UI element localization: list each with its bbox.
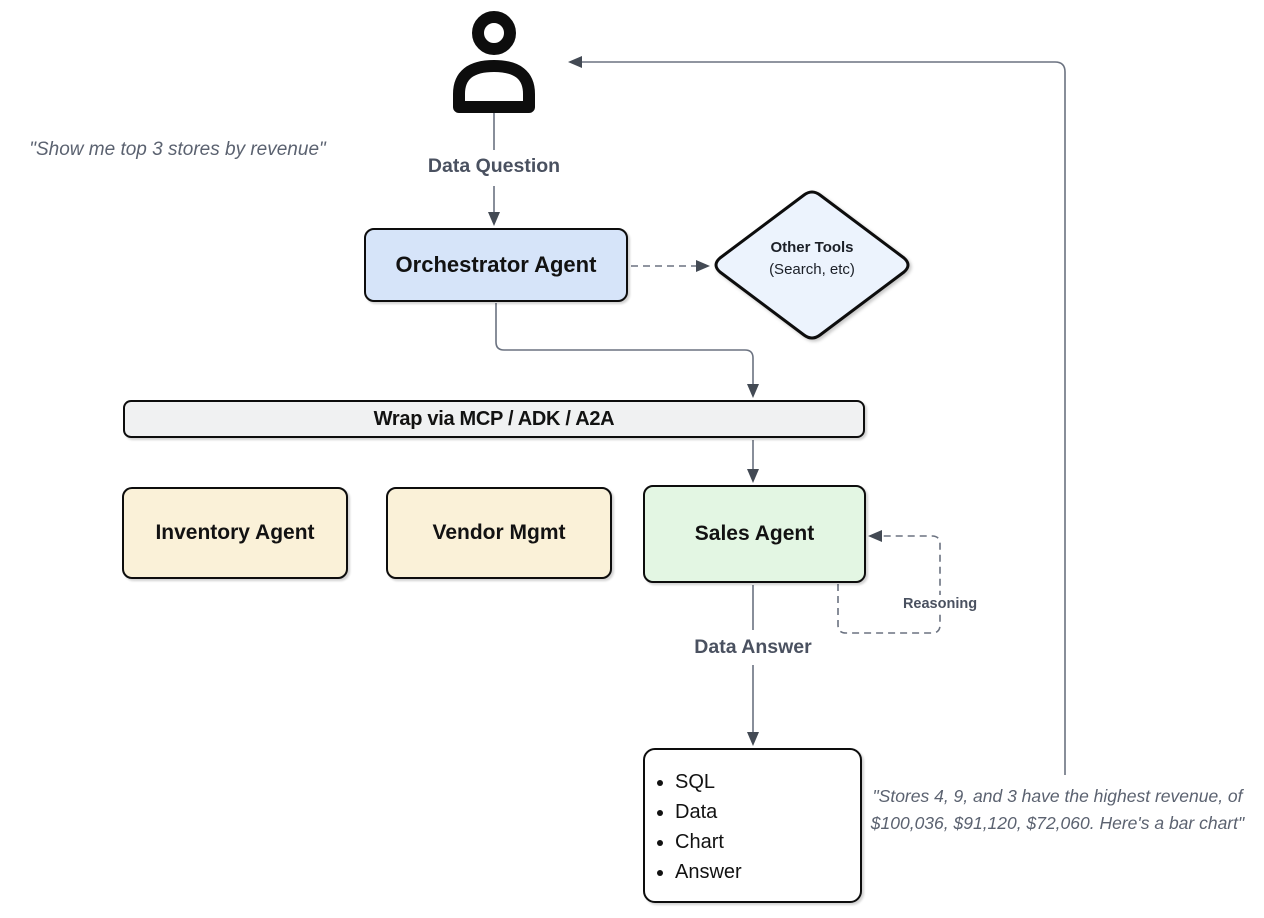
wrap-layer-node: Wrap via MCP / ADK / A2A bbox=[123, 400, 865, 438]
output-item: Answer bbox=[675, 861, 742, 884]
output-node: SQL Data Chart Answer bbox=[643, 748, 862, 903]
person-icon bbox=[453, 11, 535, 113]
sales-agent-node: Sales Agent bbox=[643, 485, 866, 583]
edge-response-to-user bbox=[568, 56, 1066, 775]
output-item: SQL bbox=[675, 771, 742, 794]
sales-agent-label: Sales Agent bbox=[694, 522, 815, 545]
orchestrator-agent-node: Orchestrator Agent bbox=[364, 228, 628, 302]
other-tools-title: Other Tools bbox=[770, 239, 854, 256]
vendor-mgmt-node: Vendor Mgmt bbox=[386, 487, 612, 579]
vendor-mgmt-label: Vendor Mgmt bbox=[432, 521, 566, 544]
output-list: SQL Data Chart Answer bbox=[653, 764, 742, 891]
edge-reasoning-loop bbox=[837, 530, 941, 634]
other-tools-subtitle: (Search, etc) bbox=[769, 260, 855, 278]
other-tools-diamond bbox=[714, 190, 910, 340]
data-question-label: Data Question bbox=[427, 155, 561, 177]
orchestrator-agent-label: Orchestrator Agent bbox=[395, 252, 597, 277]
edge-orchestrator-to-wrap-bar bbox=[495, 303, 759, 398]
agent-response-quote: "Stores 4, 9, and 3 have the highest rev… bbox=[870, 786, 1245, 834]
data-answer-label: Data Answer bbox=[694, 636, 812, 658]
inventory-agent-node: Inventory Agent bbox=[122, 487, 348, 579]
output-item: Data bbox=[675, 801, 742, 824]
reasoning-label: Reasoning bbox=[890, 595, 990, 613]
output-item: Chart bbox=[675, 831, 742, 854]
other-tools-node: Other Tools (Search, etc) bbox=[732, 237, 892, 281]
user-request-quote: "Show me top 3 stores by revenue" bbox=[29, 139, 326, 160]
inventory-agent-label: Inventory Agent bbox=[155, 521, 315, 544]
wrap-layer-label: Wrap via MCP / ADK / A2A bbox=[373, 407, 615, 430]
